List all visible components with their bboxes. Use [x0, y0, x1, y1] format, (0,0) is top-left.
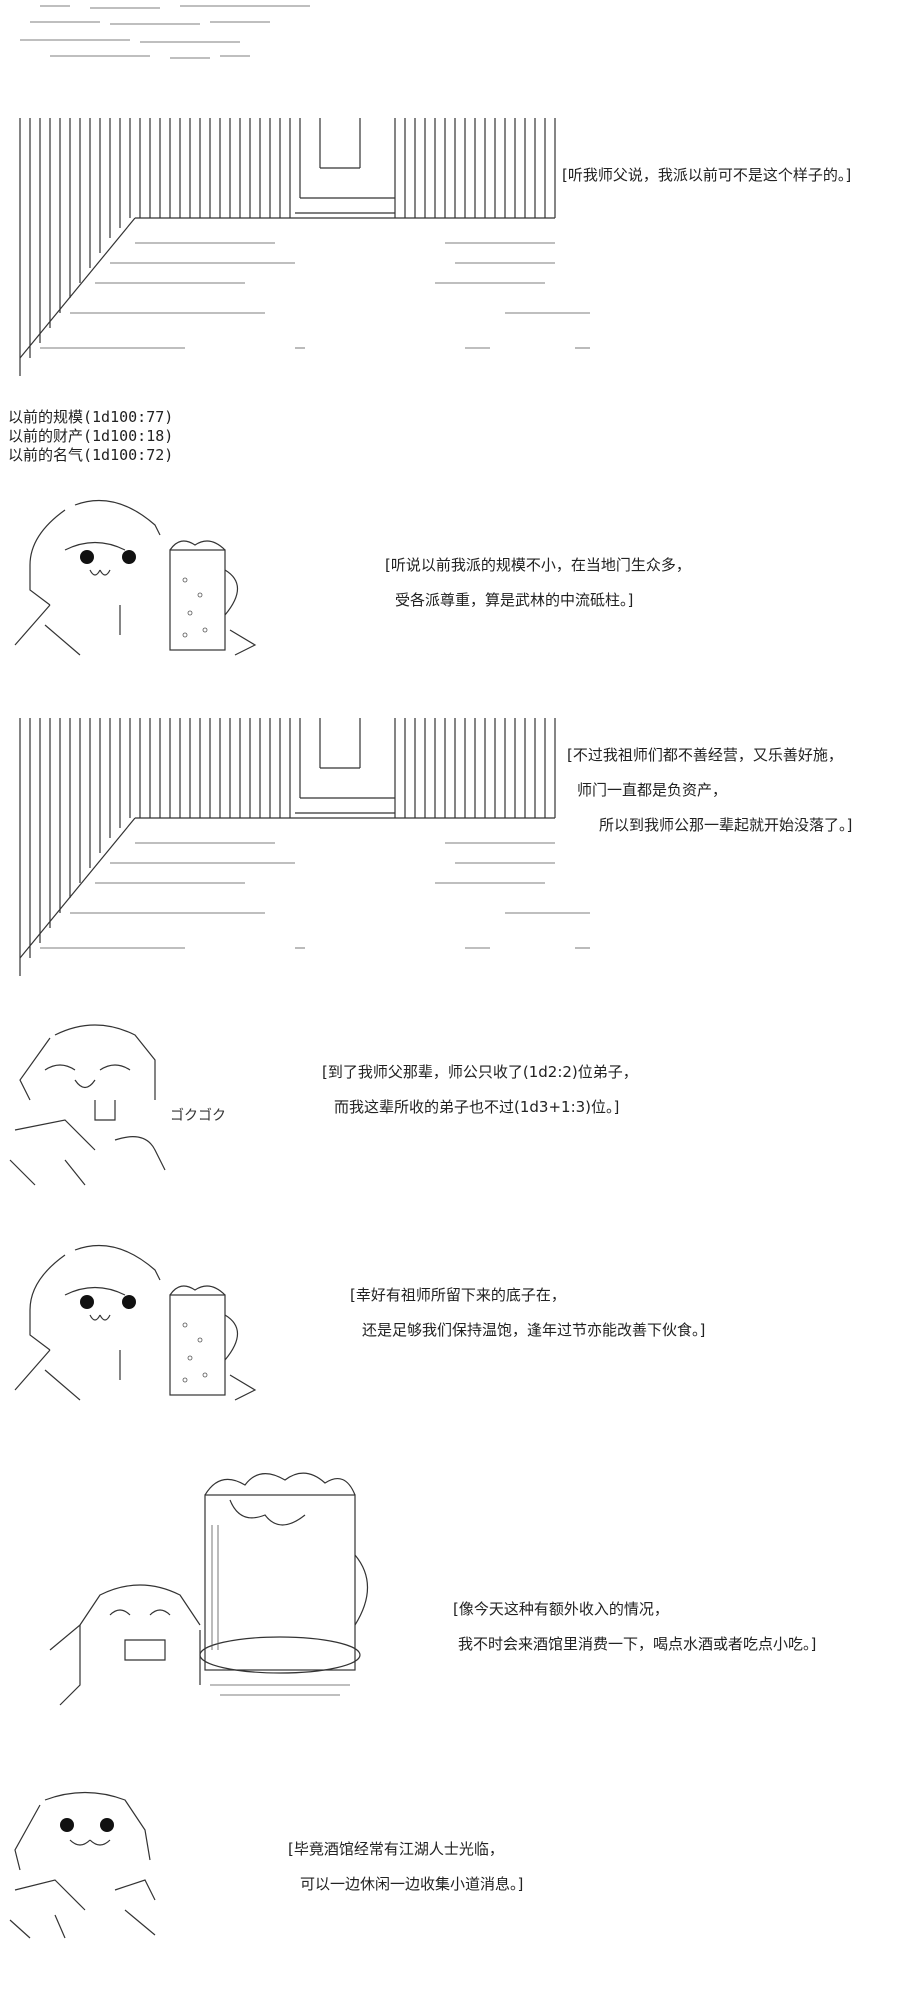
dialog-line: [毕竟酒馆经常有江湖人士光临， [288, 1840, 504, 1858]
dialog-line: 所以到我师公那一辈起就开始没落了。] [599, 816, 853, 834]
dialog-box-2: [听说以前我派的规模不小，在当地门生众多， 受各派尊重，算是武林的中流砥柱。] [385, 548, 691, 618]
character-bottom [9, 1791, 156, 1939]
stat-fame: 以前的名气(1d100:72) [8, 446, 174, 464]
dialog-line: [像今天这种有额外收入的情况， [453, 1600, 669, 1618]
ascii-art-fragment-top [20, 5, 310, 59]
dialog-line: [到了我师父那辈，师公只收了(1d2:2)位弟子， [322, 1063, 638, 1081]
dialog-box-1: [听我师父说，我派以前可不是这个样子的。] [562, 158, 851, 193]
stat-wealth: 以前的财产(1d100:18) [8, 427, 174, 445]
dialog-box-5: [幸好有祖师所留下来的底子在， 还是足够我们保持温饱，逢年过节亦能改善下伙食。] [350, 1278, 705, 1348]
dialog-line: [不过我祖师们都不善经营，又乐善好施， [567, 746, 843, 764]
dialog-line: [听说以前我派的规模不小，在当地门生众多， [385, 556, 691, 574]
ascii-art-room-1 [19, 118, 590, 376]
character-with-mug-2 [14, 1244, 257, 1401]
dialog-line: 受各派尊重，算是武林的中流砥柱。] [395, 591, 634, 609]
character-with-mug-1 [14, 499, 257, 656]
character-drinking [9, 1024, 166, 1186]
dice-stats: 以前的规模(1d100:77) 以前的财产(1d100:18) 以前的名气(1d… [8, 408, 173, 465]
dialog-box-6: [像今天这种有额外收入的情况， 我不时会来酒馆里消费一下，喝点水酒或者吃点小吃。… [453, 1592, 816, 1662]
dialog-box-7: [毕竟酒馆经常有江湖人士光临， 可以一边休闲一边收集小道消息。] [288, 1832, 523, 1902]
dialog-line: 还是足够我们保持温饱，逢年过节亦能改善下伙食。] [362, 1321, 706, 1339]
dialog-line: 而我这辈所收的弟子也不过(1d3+1:3)位。] [334, 1098, 620, 1116]
stat-scale: 以前的规模(1d100:77) [8, 408, 174, 426]
dialog-box-4: [到了我师父那辈，师公只收了(1d2:2)位弟子， 而我这辈所收的弟子也不过(1… [322, 1055, 638, 1125]
character-with-giant-mug [49, 1472, 368, 1706]
dialog-box-3: [不过我祖师们都不善经营，又乐善好施， 师门一直都是负资产， 所以到我师公那一辈… [567, 738, 852, 843]
ascii-art-room-2 [19, 718, 590, 976]
dialog-line: 我不时会来酒馆里消费一下，喝点水酒或者吃点小吃。] [458, 1635, 817, 1653]
dialog-line: 师门一直都是负资产， [577, 781, 728, 799]
dialog-line: [听我师父说，我派以前可不是这个样子的。] [562, 166, 852, 184]
dialog-line: [幸好有祖师所留下来的底子在， [350, 1286, 566, 1304]
sound-effect-text: ゴクゴク [170, 1107, 226, 1124]
dialog-line: 可以一边休闲一边收集小道消息。] [300, 1875, 524, 1893]
sound-effect: ゴクゴク [170, 1107, 226, 1124]
